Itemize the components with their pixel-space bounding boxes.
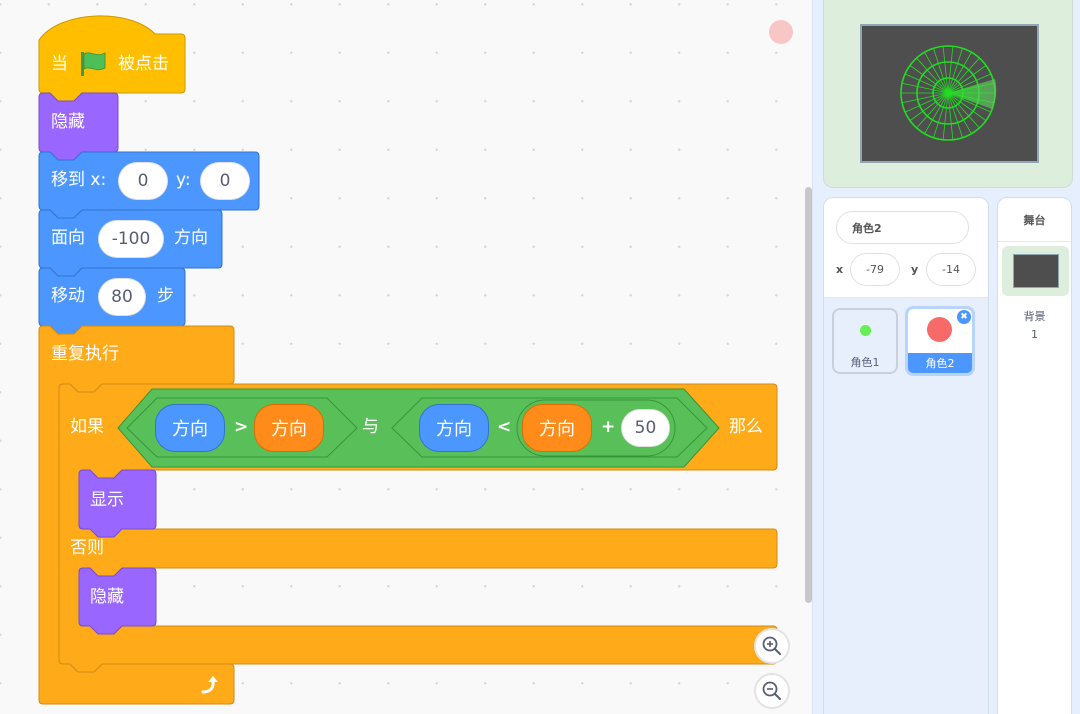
y-label: y (911, 263, 919, 276)
sprite-x-input[interactable]: -79 (850, 253, 900, 286)
point-suffix: 方向 (174, 228, 208, 248)
forever-label: 重复执行 (51, 344, 119, 364)
hide-block-2 (78, 567, 157, 635)
when-flag-suffix: 被点击 (118, 54, 169, 74)
move-suffix: 步 (157, 286, 174, 306)
sprite-tile-2-selected[interactable]: ✖ 角色2 (905, 306, 975, 376)
then-label: 那么 (729, 417, 763, 437)
point-label: 面向 (51, 228, 85, 248)
code-workspace[interactable]: 当 被点击 隐藏 移到 x: 0 y: 0 面向 -100 方向 移动 80 步… (0, 0, 813, 714)
and-label: 与 (362, 417, 379, 437)
sprite-info-panel: 角色2 x -79 y -14 (824, 198, 988, 298)
loop-arrow-icon (201, 676, 218, 694)
if-label: 如果 (70, 417, 104, 437)
move-label: 移动 (51, 286, 85, 306)
delete-sprite-icon[interactable]: ✖ (957, 310, 971, 324)
when-flag-prefix: 当 (51, 54, 68, 74)
goto-x-input[interactable]: 0 (118, 162, 168, 200)
direction-reporter-2[interactable]: 方向 (254, 404, 324, 452)
sprite-2-label: 角色2 (925, 357, 955, 370)
stage-pane-title: 舞台 (998, 198, 1071, 242)
green-flag-icon (81, 52, 106, 76)
goto-y-label: y: (176, 170, 191, 190)
hide-label-1: 隐藏 (51, 112, 85, 132)
sprite-1-thumbnail (860, 325, 871, 336)
direction-reporter-3[interactable]: 方向 (419, 404, 489, 452)
show-label: 显示 (90, 490, 124, 510)
show-block (78, 469, 157, 538)
direction-reporter-4[interactable]: 方向 (522, 404, 592, 452)
backdrop-count: 1 (1031, 328, 1038, 341)
sprite-tile-1[interactable]: 角色1 (832, 308, 898, 374)
x-label: x (836, 263, 844, 276)
hide-label-2: 隐藏 (90, 587, 124, 607)
less-than-symbol: < (497, 417, 512, 437)
sprite-1-label: 角色1 (850, 356, 880, 369)
stage-canvas[interactable] (860, 24, 1039, 163)
direction-reporter-1[interactable]: 方向 (155, 404, 225, 452)
zoom-out-button[interactable] (754, 673, 790, 709)
direction-input[interactable]: -100 (98, 220, 164, 258)
steps-input[interactable]: 80 (98, 278, 146, 316)
zoom-out-icon (762, 681, 781, 700)
greater-than-symbol: > (234, 417, 249, 437)
goto-y-input[interactable]: 0 (200, 162, 250, 200)
sprite-2-thumbnail (927, 317, 952, 342)
sprite-name-input[interactable]: 角色2 (836, 211, 969, 244)
zoom-in-icon (762, 636, 781, 655)
sprite-y-input[interactable]: -14 (926, 253, 976, 286)
backdrop-label: 背景 (1023, 310, 1046, 323)
sprite-marker-dot (769, 20, 793, 44)
plus-number-input[interactable]: 50 (621, 409, 670, 447)
plus-symbol: + (601, 417, 616, 437)
zoom-in-button[interactable] (754, 628, 790, 664)
stage-area (823, 0, 1073, 188)
radar-graphic (900, 45, 997, 141)
else-label: 否则 (70, 538, 104, 558)
stage-selector-pane[interactable]: 舞台 背景 1 (997, 197, 1072, 714)
backdrop-thumbnail[interactable] (1002, 246, 1069, 296)
workspace-vertical-scrollbar[interactable] (805, 187, 812, 603)
sprite-pane: 角色2 x -79 y -14 角色1 ✖ 角色2 (823, 197, 989, 714)
goto-label: 移到 x: (51, 170, 107, 190)
